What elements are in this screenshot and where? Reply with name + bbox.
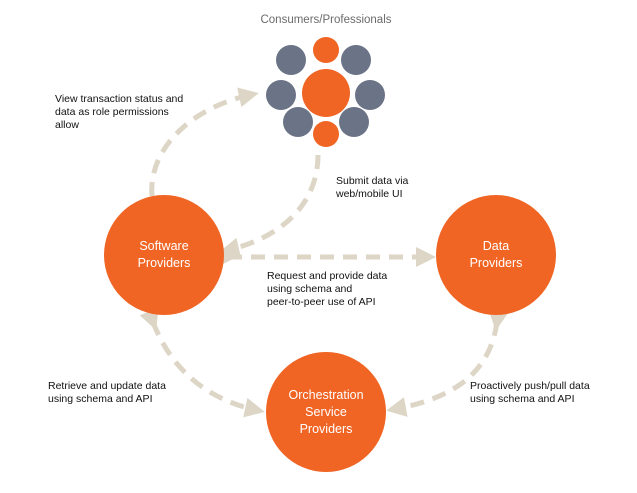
software-providers-node — [104, 195, 224, 315]
consumer-gray-circle — [339, 107, 369, 137]
consumer-gray-circle — [266, 80, 296, 110]
arrow-submit-data — [219, 154, 321, 258]
arrow-push-pull — [386, 309, 509, 417]
consumer-center-circle — [302, 69, 350, 117]
submit-data-label: Submit data via web/mobile UI — [336, 175, 409, 200]
arrow-retrieve-update — [139, 308, 265, 418]
software-providers-label: Software Providers — [137, 239, 191, 270]
retrieve-update-label: Retrieve and update data using schema an… — [48, 380, 166, 405]
arrow-view-status — [149, 87, 259, 197]
data-providers-node — [436, 195, 556, 315]
orchestration-label: Orchestration Service Providers — [288, 387, 364, 436]
consumer-orange-circle — [313, 37, 339, 63]
data-providers-label: Data Providers — [469, 239, 523, 270]
view-status-label: View transaction status and data as role… — [55, 93, 184, 131]
consumer-gray-circle — [341, 45, 371, 75]
request-provide-label: Request and provide data using schema an… — [267, 270, 388, 308]
consumers-cluster — [266, 37, 385, 147]
consumer-gray-circle — [355, 80, 385, 110]
orchestration-node — [266, 352, 386, 472]
consumer-orange-circle — [313, 121, 339, 147]
consumers-title: Consumers/Professionals — [260, 14, 392, 26]
push-pull-label: Proactively push/pull data using schema … — [470, 380, 590, 405]
consumer-gray-circle — [276, 45, 306, 75]
consumer-gray-circle — [283, 107, 313, 137]
